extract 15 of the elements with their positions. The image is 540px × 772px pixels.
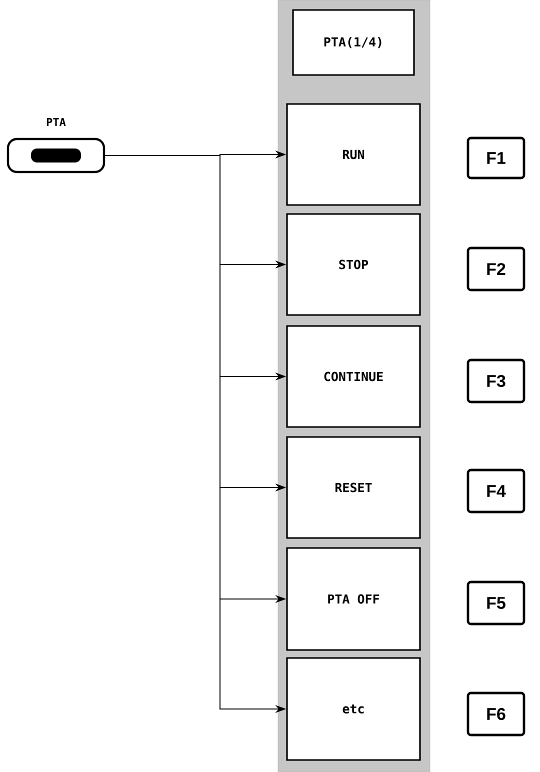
softkey-box: PTA OFF [286,547,421,651]
softkey-box: CONTINUE [286,325,421,428]
softkey-box: STOP [286,213,421,316]
function-key: F2 [466,246,526,292]
node-label: PTA [46,118,66,126]
softkey-box: RUN [286,103,421,206]
function-key: F3 [466,358,526,404]
pta-button: PTA [6,118,106,174]
function-key: F6 [466,692,526,736]
function-key: F1 [466,136,526,180]
function-key: F4 [466,468,526,514]
function-key: F5 [466,580,526,626]
softkey-box: etc [286,657,421,761]
title-box: PTA(1/4) [292,9,415,76]
softkey-box: RESET [286,436,421,539]
